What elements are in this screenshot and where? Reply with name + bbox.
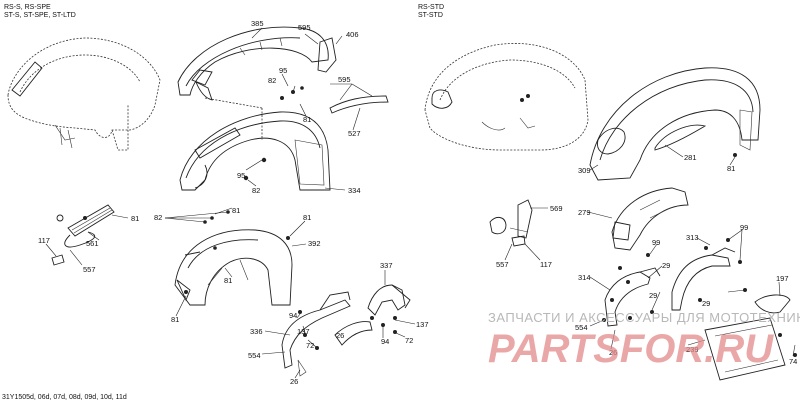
label-29c: 29 <box>702 299 710 308</box>
label-557: 557 <box>83 265 96 274</box>
label-26b: 26 <box>290 377 298 386</box>
header-right-line1: RS-STD <box>418 4 444 11</box>
support-314 <box>604 267 661 327</box>
label-334: 334 <box>348 186 361 195</box>
panel-239 <box>704 317 786 381</box>
label-82b: 82 <box>252 186 260 195</box>
clip-557-left <box>51 254 65 266</box>
rubber-strip-527 <box>329 95 389 114</box>
label-561: 561 <box>86 239 99 248</box>
fender-334 <box>179 108 331 191</box>
label-81d: 81 <box>303 213 311 222</box>
label-314: 314 <box>578 273 591 282</box>
label-99b: 99 <box>740 223 748 232</box>
bracket-279 <box>611 187 689 251</box>
label-137b: 137 <box>416 320 429 329</box>
label-313: 313 <box>686 233 699 242</box>
bracket-337 <box>367 284 411 316</box>
watermark-logo: PARTSFOR.RU <box>488 327 774 371</box>
label-29b: 29 <box>649 291 657 300</box>
label-82: 82 <box>268 76 276 85</box>
label-29: 29 <box>662 261 670 270</box>
label-81: 81 <box>303 115 311 124</box>
label-95: 95 <box>279 66 287 75</box>
header-right-line2: ST-STD <box>418 12 443 19</box>
label-279: 279 <box>578 208 591 217</box>
label-95b: 95 <box>237 171 245 180</box>
diagram-footer-code: 31Y1505d, 06d, 07d, 08d, 09d, 10d, 11d <box>2 394 127 401</box>
label-26c: 26 <box>609 348 617 357</box>
label-82c: 82 <box>154 213 162 222</box>
label-527: 527 <box>348 129 361 138</box>
label-26: 26 <box>336 331 344 340</box>
rear-body-outline-right <box>424 43 589 151</box>
label-81g: 81 <box>727 164 735 173</box>
label-557b: 557 <box>496 260 509 269</box>
label-239: 239 <box>686 345 699 354</box>
label-81b: 81 <box>131 214 139 223</box>
label-406: 406 <box>346 30 359 39</box>
label-74: 74 <box>789 357 797 366</box>
label-554b: 554 <box>575 323 588 332</box>
label-117: 117 <box>38 236 50 245</box>
label-569: 569 <box>550 204 563 213</box>
label-94b: 94 <box>381 337 389 346</box>
leader-lines <box>45 27 796 379</box>
inner-fender-392 <box>174 229 293 306</box>
header-left-line2: ST-S, ST-SPE, ST-LTD <box>4 12 76 19</box>
header-left-line1: RS-S, RS-SPE <box>4 4 51 11</box>
label-81f: 81 <box>171 315 179 324</box>
fender-cover-385 <box>177 26 337 109</box>
label-337: 337 <box>380 261 393 270</box>
label-554: 554 <box>248 351 261 360</box>
label-385: 385 <box>251 19 264 28</box>
label-309: 309 <box>578 166 591 175</box>
label-94: 94 <box>289 311 297 320</box>
label-336: 336 <box>250 327 263 336</box>
label-117b: 117 <box>540 260 552 269</box>
label-595: 595 <box>298 23 311 32</box>
label-281: 281 <box>684 153 697 162</box>
module-569 <box>489 199 533 239</box>
rear-body-outline-left <box>7 37 161 151</box>
support-336 <box>281 291 373 377</box>
callout-labels: 385 595 406 95 82 81 595 527 334 95 82 8… <box>38 19 797 386</box>
label-72b: 72 <box>405 336 413 345</box>
label-595b: 595 <box>338 75 351 84</box>
fender-309 <box>589 67 761 181</box>
bracket-313 <box>671 247 736 311</box>
label-99: 99 <box>652 238 660 247</box>
label-81e: 81 <box>224 276 232 285</box>
plate-197 <box>754 294 791 314</box>
label-197: 197 <box>776 274 789 283</box>
led-module-561 <box>56 204 115 248</box>
label-137: 137 <box>297 327 310 336</box>
label-392: 392 <box>308 239 321 248</box>
label-72: 72 <box>306 341 314 350</box>
watermark-line1: ЗАПЧАСТИ И АКСЕССУАРЫ ДЛЯ МОТОТЕХНИКИ <box>488 310 800 325</box>
label-81c: 81 <box>232 206 240 215</box>
